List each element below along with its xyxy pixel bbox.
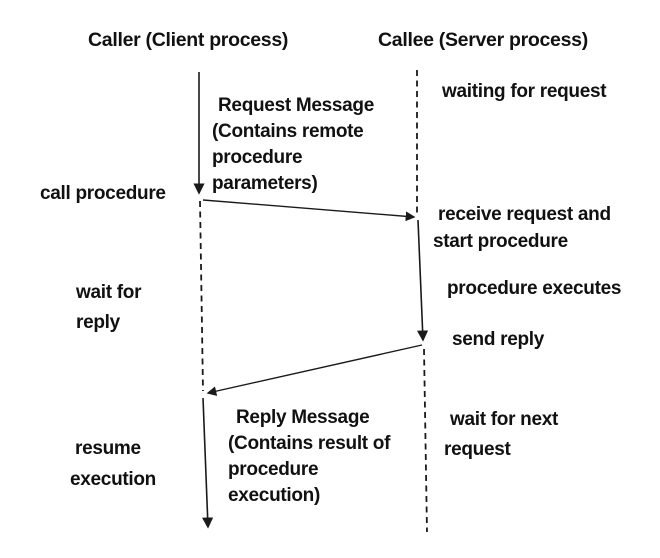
request-message-line: Request Message — [218, 95, 375, 116]
callee-procedure-executes-label: procedure executes — [447, 278, 622, 299]
request-message-annotation: Request Message (Contains remote procedu… — [212, 93, 374, 197]
callee-waiting-for-request-label: waiting for request — [442, 81, 607, 102]
caller-lifeline-solid-bottom — [202, 397, 214, 529]
callee-receive-request-label: receive request and start procedure — [433, 201, 611, 255]
callee-column-header: Callee (Server process) — [378, 29, 588, 51]
callee-receive-request-line: receive request and — [438, 204, 611, 225]
caller-resume-execution-label: resume execution — [70, 433, 156, 495]
reply-message-line: Reply Message — [236, 407, 370, 428]
caller-wait-for-reply-label: wait for reply — [76, 278, 141, 338]
reply-message-line: execution) — [228, 485, 321, 506]
reply-message-line: procedure — [228, 459, 319, 480]
callee-send-reply-label: send reply — [452, 329, 545, 350]
caller-lifeline-dashed-waiting — [199, 200, 204, 392]
callee-lifeline-solid-executing — [417, 219, 429, 342]
reply-message-arrow — [206, 344, 423, 396]
reply-message-annotation: Reply Message (Contains result of proced… — [228, 405, 390, 509]
request-message-arrow — [202, 199, 416, 222]
callee-wait-for-next-line: request — [444, 439, 511, 460]
callee-lifeline-dashed-bottom — [423, 348, 428, 533]
caller-resume-execution-line: resume — [75, 438, 141, 459]
request-message-line: (Contains remote — [212, 121, 364, 142]
caller-wait-for-reply-line: reply — [76, 312, 120, 333]
reply-message-line: (Contains result of — [228, 433, 391, 454]
request-message-line: procedure — [212, 147, 303, 168]
caller-resume-execution-line: execution — [70, 469, 156, 490]
callee-receive-request-line: start procedure — [433, 231, 568, 252]
request-message-line: parameters) — [212, 173, 318, 194]
caller-wait-for-reply-line: wait for — [76, 282, 142, 303]
caller-column-header: Caller (Client process) — [88, 29, 289, 51]
caller-call-procedure-label: call procedure — [40, 183, 166, 204]
callee-wait-for-next-line: wait for next — [450, 409, 559, 430]
callee-wait-for-next-request-label: wait for next request — [444, 405, 558, 465]
